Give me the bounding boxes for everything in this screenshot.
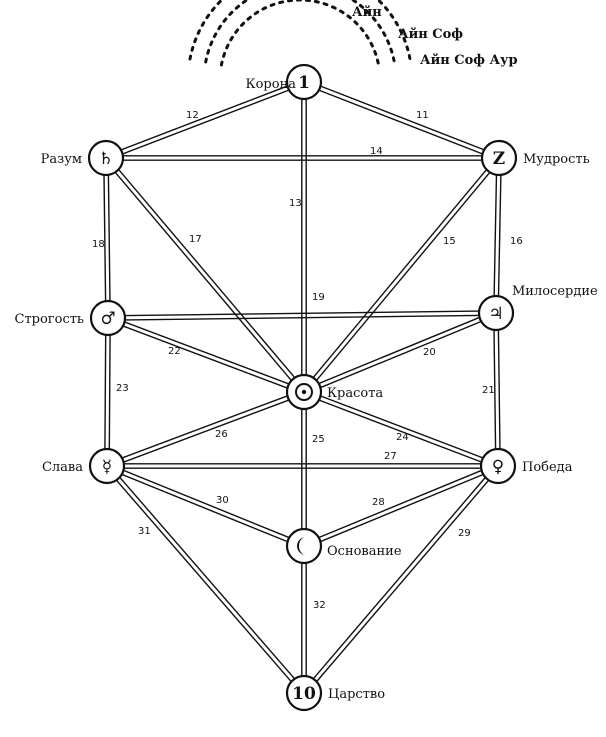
path-number-14: 14 (370, 146, 383, 157)
paths-layer (103, 85, 502, 683)
sephira-symbol-netzach: ♀ (492, 457, 504, 477)
sephira-label-keter: Корона (246, 77, 297, 92)
path-21 (493, 329, 501, 450)
path-11 (318, 85, 485, 155)
veil-arcs (188, 0, 412, 67)
path-14 (123, 155, 482, 161)
sephira-geburah: ♂ Строгость (15, 299, 127, 337)
sephira-symbol: ☽ (296, 536, 311, 556)
path-30 (121, 469, 290, 543)
path-number-22: 22 (168, 346, 181, 357)
sephira-symbol-malkuth: 10 (292, 684, 316, 704)
path-22 (122, 321, 290, 389)
sephira-malkuth: 10 Царство (285, 674, 385, 712)
veil-label-ain: Айн (352, 5, 382, 20)
path-27 (124, 463, 481, 469)
sephira-netzach: ♀ Победа (479, 447, 573, 485)
path-number-12: 12 (186, 110, 199, 121)
path-number-13: 13 (289, 198, 302, 209)
sephira-label-netzach: Победа (522, 460, 573, 475)
sephira-symbol-keter: 1 (298, 73, 310, 93)
veil-arc-1 (219, 0, 381, 67)
sephira-tiphareth: ☉ Красота (285, 373, 383, 411)
path-number-32: 32 (313, 600, 326, 611)
path-number-20: 20 (423, 347, 436, 358)
path-23 (104, 334, 111, 450)
path-number-23: 23 (116, 383, 129, 394)
sephira-symbol-geburah: ♂ (100, 309, 115, 329)
sephira-symbol-chokmah: Z (493, 149, 505, 169)
path-number-16: 16 (510, 236, 523, 247)
path-number-21: 21 (482, 385, 495, 396)
sephira-chesed: ♃ Милосердие (477, 284, 598, 332)
path-number-24: 24 (396, 432, 409, 443)
sephira-symbol-hod: ☿ (102, 457, 112, 477)
sun-symbol-icon (295, 383, 313, 401)
path-number-28: 28 (372, 497, 385, 508)
path-number-17: 17 (189, 234, 202, 245)
path-17 (114, 169, 296, 381)
path-number-11: 11 (416, 110, 429, 121)
path-26 (121, 395, 290, 463)
sephira-label-binah: Разум (41, 152, 82, 167)
path-32 (301, 563, 307, 676)
path-numbers-layer: 11 12 13 14 15 16 17 18 19 20 21 22 23 24 25 26 27 28 29 30… (92, 110, 523, 611)
sephira-symbol-chesed: ♃ (488, 304, 503, 324)
path-12 (120, 85, 290, 155)
veil-arc-2 (204, 0, 396, 64)
path-19 (124, 310, 480, 321)
sephira-label-malkuth: Царство (328, 687, 385, 702)
path-18 (103, 174, 111, 302)
veil-label-ain-sof: Айн Соф (398, 27, 463, 42)
path-20 (318, 316, 482, 389)
path-number-25: 25 (312, 434, 325, 445)
path-number-31: 31 (138, 526, 151, 537)
sephira-symbol: ☉ (296, 382, 311, 402)
path-15 (312, 169, 491, 381)
path-number-15: 15 (443, 236, 456, 247)
veil-labels: Айн Айн Соф Айн Соф Аур (352, 5, 518, 68)
veil-arc-3 (188, 0, 412, 61)
path-number-18: 18 (92, 239, 105, 250)
sephira-label-chesed: Милосердие (512, 284, 598, 299)
sephira-label-tiphareth: Красота (327, 386, 383, 401)
sephira-binah: ♄ Разум (41, 139, 125, 177)
path-24 (318, 395, 484, 463)
path-25 (301, 409, 307, 529)
sephira-label-chokmah: Мудрость (523, 152, 590, 167)
path-number-30: 30 (216, 495, 229, 506)
sephira-label-yesod: Основание (327, 544, 402, 559)
path-13 (301, 99, 307, 375)
path-number-29: 29 (458, 528, 471, 539)
veil-label-ain-sof-aur: Айн Соф Аур (420, 53, 518, 68)
path-16 (493, 174, 502, 297)
path-number-19: 19 (312, 292, 325, 303)
moon-symbol-icon (297, 537, 306, 555)
path-31 (115, 476, 296, 683)
sephira-symbol-binah: ♄ (98, 149, 113, 169)
path-29 (312, 477, 490, 682)
sephira-chokmah: Z Мудрость (480, 139, 590, 177)
path-number-27: 27 (384, 451, 397, 462)
sephira-label-hod: Слава (42, 460, 83, 475)
sephira-label-geburah: Строгость (15, 312, 84, 327)
sephira-hod: ☿ Слава (42, 447, 126, 485)
path-28 (318, 469, 484, 543)
sephira-yesod: ☽ Основание (285, 527, 402, 565)
path-number-26: 26 (215, 429, 228, 440)
